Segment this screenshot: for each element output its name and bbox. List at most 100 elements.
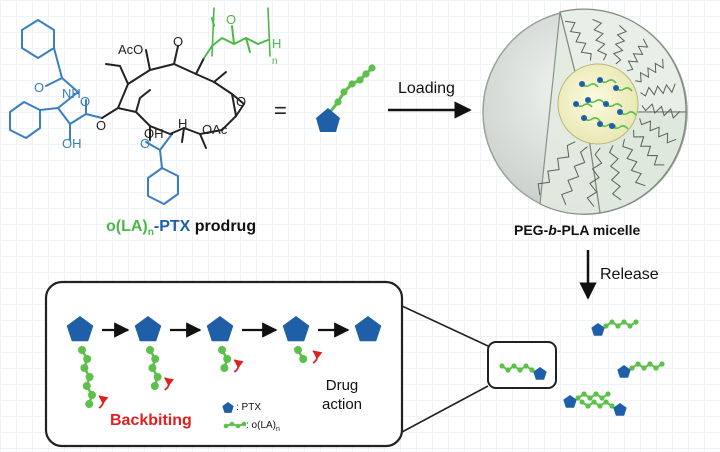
released-prodrug-bead — [635, 361, 641, 367]
lactide-bead — [299, 355, 308, 363]
chem-label-h-end: H — [272, 36, 282, 51]
released-prodrug-bead — [585, 403, 591, 409]
zoom-prodrug-bead — [505, 367, 511, 373]
prodrug-title-sub: n — [147, 227, 154, 239]
released-prodrug-bead — [599, 395, 605, 401]
released-prodrugs — [499, 319, 665, 416]
core-ptx-dot — [573, 101, 579, 107]
chem-label-o1: O — [173, 34, 184, 49]
lactide-bead — [83, 355, 92, 363]
released-prodrug-bead — [615, 323, 621, 329]
core-ptx-dot — [585, 97, 591, 103]
ptx-chemical-structure — [9, 7, 271, 205]
released-prodrug-bead — [603, 323, 609, 329]
peg-chain — [608, 145, 622, 201]
legend-ola-bead — [241, 421, 247, 427]
legend-ola-chain — [225, 422, 245, 428]
chem-label-n-sub: n — [272, 56, 278, 67]
legend-ola-sub: n — [276, 426, 280, 433]
peg-chain — [639, 118, 677, 144]
released-prodrug-ptx — [563, 395, 577, 408]
released-prodrug-bead — [579, 399, 585, 405]
core-ptx-dot — [581, 115, 587, 121]
core-ptx-dot — [603, 101, 609, 107]
zoom-prodrug-ptx — [533, 367, 547, 380]
released-prodrug-bead — [575, 395, 581, 401]
lactide-bead — [85, 373, 94, 381]
zoom-box — [487, 341, 557, 389]
peg-chain — [592, 18, 608, 61]
chem-label-o5: O — [236, 94, 247, 109]
released-prodrug-bead — [581, 391, 587, 397]
peg-chain — [561, 146, 588, 205]
backbite-curved-arrow — [164, 377, 174, 391]
micelle-title-pre: PEG- — [514, 222, 549, 238]
chem-label-o2: O — [34, 80, 45, 95]
released-prodrug-bead — [609, 403, 615, 409]
released-prodrug-bead — [605, 391, 611, 397]
backbite-curved-arrow — [98, 395, 109, 409]
benzoyl-ring — [21, 19, 55, 59]
core-ptx-dot — [597, 77, 603, 83]
lactide-bead — [220, 364, 229, 372]
zoom-prodrug-bead — [499, 363, 505, 369]
peg-chain — [633, 129, 665, 166]
prodrug-bead — [356, 76, 364, 84]
backbite-curved-arrow — [312, 350, 323, 364]
zoom-line-bottom — [401, 385, 489, 433]
prodrug-title-ptx: -PTX — [153, 218, 191, 235]
released-prodrug-bead — [647, 361, 653, 367]
chem-label-o4: O — [96, 118, 107, 133]
peg-chain — [537, 141, 576, 196]
lactide-bead — [223, 355, 232, 363]
chem-label-o3: O — [80, 94, 91, 109]
released-prodrug-bead — [609, 319, 615, 325]
peg-chain — [635, 58, 664, 83]
peg-chain — [626, 38, 649, 72]
legend-ptx-pentagon — [222, 402, 234, 413]
released-prodrug-ptx — [591, 323, 605, 336]
peg-chain — [612, 25, 628, 65]
core-ptx-dot — [617, 109, 623, 115]
released-prodrug-bead — [659, 361, 665, 367]
released-prodrug-bead — [591, 399, 597, 405]
prodrug-bead — [340, 88, 348, 96]
peg-chain — [641, 103, 681, 119]
lactide-bead — [82, 382, 91, 390]
lactide-bead — [294, 346, 302, 354]
lactide-bead — [151, 355, 160, 363]
released-prodrug-bead — [621, 319, 627, 325]
legend-ptx-label: : PTX — [236, 402, 262, 413]
loading-label: Loading — [398, 80, 455, 97]
released-prodrug-ptx — [617, 365, 631, 378]
ptx-pentagon — [134, 316, 162, 342]
peg-chain — [586, 147, 603, 207]
micelle-title-b: b — [548, 222, 557, 238]
backbiting-callout-box — [44, 280, 404, 448]
released-prodrug-bead — [597, 403, 603, 409]
prodrug-title-rest: prodrug — [190, 218, 257, 235]
chem-label-nh: NH — [62, 86, 81, 101]
released-prodrug-bead — [641, 365, 647, 371]
legend-ola-text: : o(LA) — [246, 420, 277, 431]
lactide-bead — [218, 346, 226, 354]
zoom-prodrug-bead — [529, 367, 535, 373]
lactide-bead — [148, 364, 157, 372]
lactide-bead — [85, 400, 94, 408]
drug-action-label: Drug action — [322, 377, 363, 413]
prodrug-icon — [316, 64, 376, 132]
micelle — [482, 8, 688, 215]
ptx-pentagon — [282, 316, 310, 342]
released-prodrug-bead — [603, 399, 609, 405]
prodrug-bead — [362, 70, 370, 78]
lactide-bead — [88, 391, 96, 399]
lactide-bead — [80, 364, 89, 372]
released-prodrug-bead — [629, 365, 635, 371]
backbiting-label: Backbiting — [110, 412, 192, 429]
prodrug-title: o(LA)n-PTX prodrug — [106, 218, 256, 238]
prodrug-bead — [348, 80, 356, 88]
release-label: Release — [600, 266, 659, 283]
peg-chain — [565, 20, 592, 61]
prodrug-title-ola: o(LA) — [106, 218, 148, 235]
lactide-bead — [153, 373, 162, 381]
